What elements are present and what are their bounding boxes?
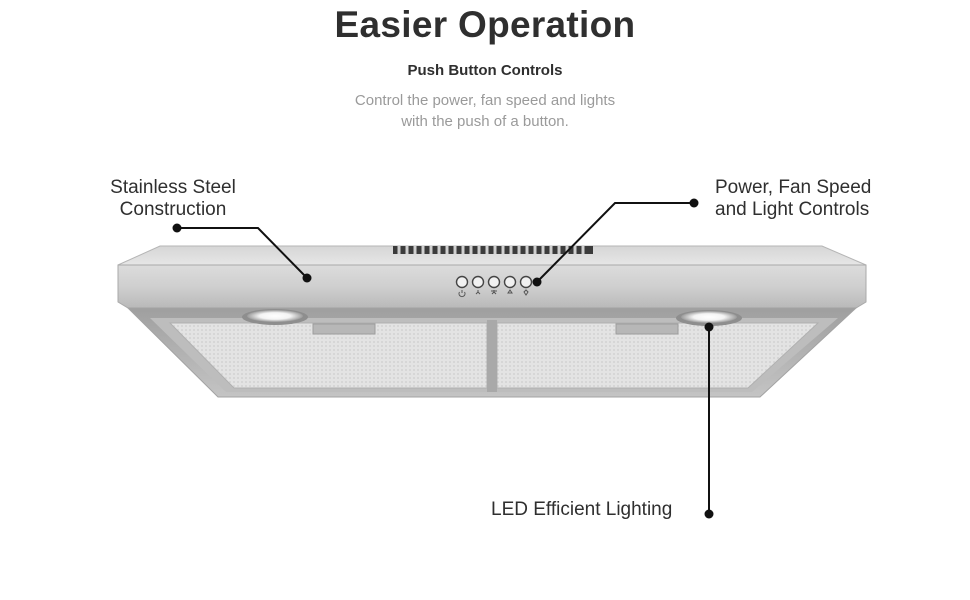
callout-steel-line-1: Stainless Steel [110, 177, 236, 198]
page-subtitle: Push Button Controls [407, 62, 563, 79]
control-button[interactable] [503, 275, 517, 289]
filter-handle-right [615, 323, 679, 335]
control-icons [458, 289, 529, 298]
power-icon [458, 290, 466, 298]
bulb-icon [523, 289, 529, 296]
control-button[interactable] [455, 275, 469, 289]
callout-controls-line-2: and Light Controls [715, 199, 870, 220]
filter-handle-left [312, 323, 376, 335]
control-buttons [455, 275, 533, 289]
callout-controls: Power, Fan Speed and Light Controls [715, 177, 871, 221]
callout-controls-line-1: Power, Fan Speed [715, 177, 872, 198]
led-light-left [242, 309, 308, 325]
description-line-2: with the push of a button. [401, 113, 569, 130]
fan-icon [475, 290, 481, 295]
controls-target-dot [532, 277, 542, 287]
controls-leader-line [536, 202, 694, 283]
control-button[interactable] [471, 275, 485, 289]
fan-icon [491, 290, 497, 295]
callout-steel-line-2: Construction [119, 199, 227, 220]
description-line-1: Control the power, fan speed and lights [354, 92, 616, 109]
callout-stainless-steel: Stainless Steel Construction [103, 177, 243, 221]
leader-dots [172, 198, 714, 519]
led-dot [704, 509, 714, 519]
steel-dot [172, 223, 182, 233]
steel-leader-line [177, 227, 308, 279]
control-button[interactable] [487, 275, 501, 289]
callout-led-lighting: LED Efficient Lighting [491, 499, 673, 520]
led-light-right [676, 310, 742, 326]
control-button[interactable] [519, 275, 533, 289]
light-icon [507, 289, 513, 294]
filter-divider [487, 320, 497, 392]
led-target-dot [704, 322, 714, 332]
page-title: Easier Operation [334, 4, 636, 45]
steel-target-dot [302, 273, 312, 283]
vent-slots [393, 246, 593, 254]
controls-dot [689, 198, 699, 208]
leader-lines [177, 202, 710, 514]
description: Control the power, fan speed and lights … [285, 90, 685, 132]
